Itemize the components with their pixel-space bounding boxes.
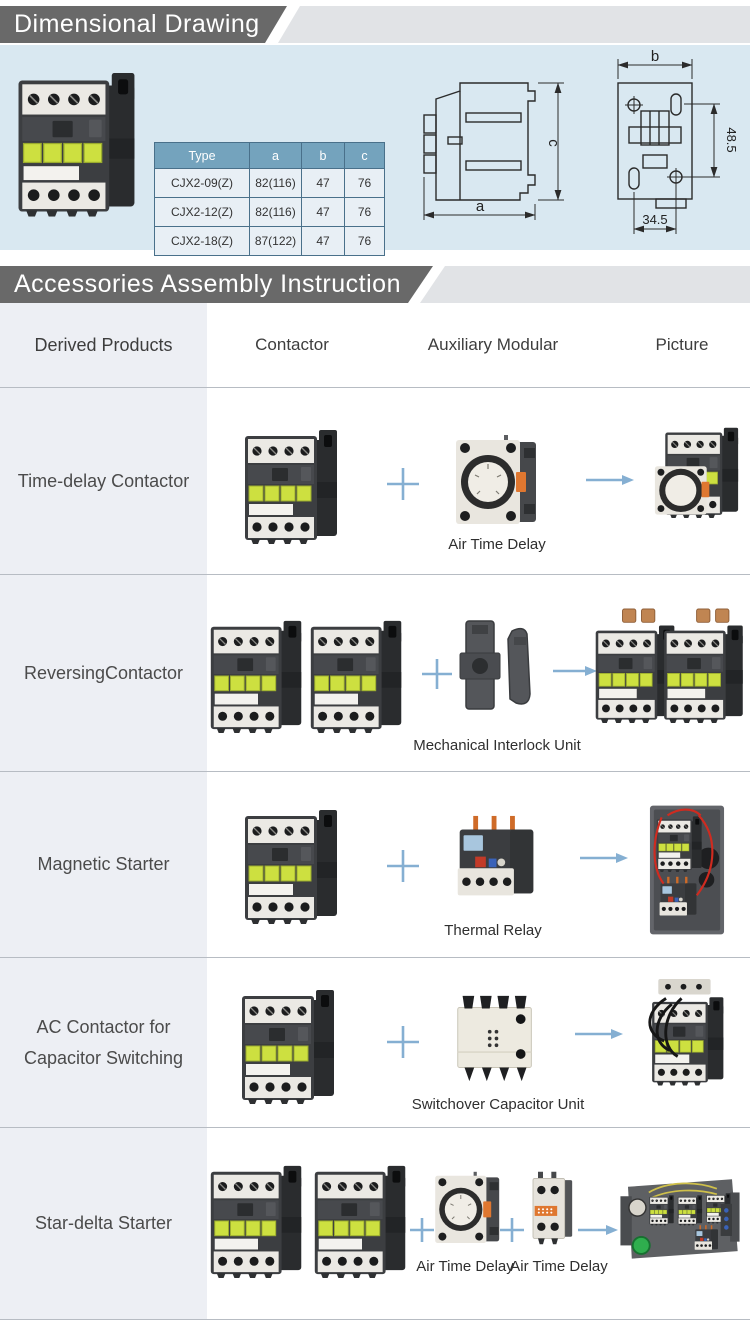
banner-tail-stripe bbox=[278, 6, 750, 43]
product-name: AC Contactor for Capacitor Switching bbox=[0, 958, 207, 1127]
dim-label-48-5: 48.5 bbox=[724, 127, 739, 152]
plus-icon bbox=[387, 468, 419, 500]
table-row: CJX2-12(Z) 82(116) 47 76 bbox=[154, 197, 385, 227]
side-view-drawing: a c bbox=[423, 82, 564, 220]
accessory-caption: Air Time Delay bbox=[416, 1258, 514, 1275]
dimensional-section-banner: Dimensional Drawing bbox=[0, 6, 750, 43]
contactor-image bbox=[243, 804, 343, 924]
dimensions-table: Type a b c CJX2-09(Z) 82(116) 47 76 CJX2… bbox=[154, 142, 385, 256]
row-time-delay-contactor: Time-delay Contactor Air Time Delay bbox=[0, 388, 750, 575]
dim-label-c: c bbox=[545, 139, 562, 147]
cell-b: 47 bbox=[301, 168, 345, 198]
cell-c: 76 bbox=[344, 226, 385, 256]
air-time-delay-image bbox=[432, 1168, 504, 1250]
thermal-relay-image bbox=[450, 814, 542, 906]
cell-a: 87(122) bbox=[249, 226, 302, 256]
banner-tail-stripe bbox=[420, 266, 750, 303]
accessory-caption: Switchover Capacitor Unit bbox=[411, 1096, 585, 1113]
contactor-image bbox=[208, 1160, 308, 1278]
arrow-right-icon bbox=[580, 853, 628, 863]
col-header-derived-products: Derived Products bbox=[0, 303, 207, 387]
dim-label-b: b bbox=[651, 48, 659, 65]
air-time-delay-image bbox=[452, 434, 542, 529]
cell-a: 82(116) bbox=[249, 197, 302, 227]
plus-icon bbox=[422, 659, 452, 689]
cell-type: CJX2-09(Z) bbox=[154, 168, 250, 198]
back-view-drawing: b 48.5 34.5 bbox=[617, 48, 739, 234]
cell-b: 47 bbox=[301, 226, 345, 256]
product-name: Star-delta Starter bbox=[0, 1128, 207, 1319]
col-header-type: Type bbox=[154, 142, 250, 169]
section-title: Dimensional Drawing bbox=[0, 6, 287, 43]
time-delay-contactor-result-image bbox=[654, 427, 739, 519]
cell-type: CJX2-18(Z) bbox=[154, 226, 250, 256]
col-header-a: a bbox=[249, 142, 302, 169]
section-title: Accessories Assembly Instruction bbox=[0, 266, 433, 303]
cell-c: 76 bbox=[344, 168, 385, 198]
accessories-header-row: Derived Products Contactor Auxiliary Mod… bbox=[0, 303, 750, 388]
dim-label-34-5: 34.5 bbox=[642, 212, 667, 227]
accessory-caption: Air Time Delay bbox=[448, 536, 546, 553]
plus-icon bbox=[500, 1218, 524, 1242]
accessory-caption: Thermal Relay bbox=[444, 922, 542, 939]
capacitor-switching-result-image bbox=[648, 978, 724, 1086]
contactor-image bbox=[240, 984, 340, 1104]
plus-icon bbox=[387, 1026, 419, 1058]
table-header-row: Type a b c bbox=[154, 142, 385, 169]
col-header-c: c bbox=[344, 142, 385, 169]
dim-label-a: a bbox=[476, 198, 485, 215]
contactor-image bbox=[308, 615, 408, 733]
table-row: CJX2-09(Z) 82(116) 47 76 bbox=[154, 168, 385, 198]
cell-a: 82(116) bbox=[249, 168, 302, 198]
arrow-right-icon bbox=[575, 1029, 623, 1039]
row-ac-contactor-capacitor-switching: AC Contactor for Capacitor Switching Swi… bbox=[0, 958, 750, 1128]
col-header-contactor: Contactor bbox=[255, 335, 329, 354]
cell-b: 47 bbox=[301, 197, 345, 227]
cell-type: CJX2-12(Z) bbox=[154, 197, 250, 227]
arrow-right-icon bbox=[578, 1225, 618, 1235]
plus-icon bbox=[410, 1218, 434, 1242]
star-delta-starter-result-image bbox=[620, 1179, 740, 1259]
col-header-picture: Picture bbox=[655, 335, 709, 354]
contactor-image bbox=[243, 424, 343, 544]
accessories-section-banner: Accessories Assembly Instruction bbox=[0, 266, 750, 303]
magnetic-starter-result-image bbox=[649, 805, 725, 935]
product-name: ReversingContactor bbox=[0, 575, 207, 771]
dimensional-section: Type a b c CJX2-09(Z) 82(116) 47 76 CJX2… bbox=[0, 45, 750, 256]
row-reversing-contactor: ReversingContactor Mechanical Interlock … bbox=[0, 575, 750, 772]
arrow-right-icon bbox=[586, 475, 634, 485]
contactor-product-photo bbox=[16, 65, 142, 217]
cell-c: 76 bbox=[344, 197, 385, 227]
mechanical-interlock-image bbox=[450, 615, 550, 715]
accessory-caption: Mechanical Interlock Unit bbox=[413, 737, 581, 754]
switchover-capacitor-unit-image bbox=[450, 992, 542, 1084]
air-time-delay-aux-image bbox=[528, 1168, 578, 1248]
accessory-caption: Air Time Delay bbox=[510, 1258, 608, 1275]
row-magnetic-starter: Magnetic Starter Thermal Relay bbox=[0, 772, 750, 958]
col-header-auxiliary-modular: Auxiliary Modular bbox=[427, 335, 559, 354]
plus-icon bbox=[387, 850, 419, 882]
table-row: CJX2-18(Z) 87(122) 47 76 bbox=[154, 226, 385, 256]
product-name: Magnetic Starter bbox=[0, 772, 207, 957]
row-star-delta-starter: Star-delta Starter Air Time Delay Air Ti… bbox=[0, 1128, 750, 1320]
reversing-contactor-result-image bbox=[595, 608, 744, 723]
product-name: Time-delay Contactor bbox=[0, 388, 207, 574]
col-header-b: b bbox=[301, 142, 345, 169]
contactor-image bbox=[208, 615, 308, 733]
contactor-image bbox=[312, 1160, 412, 1278]
arrow-right-icon bbox=[553, 666, 597, 676]
